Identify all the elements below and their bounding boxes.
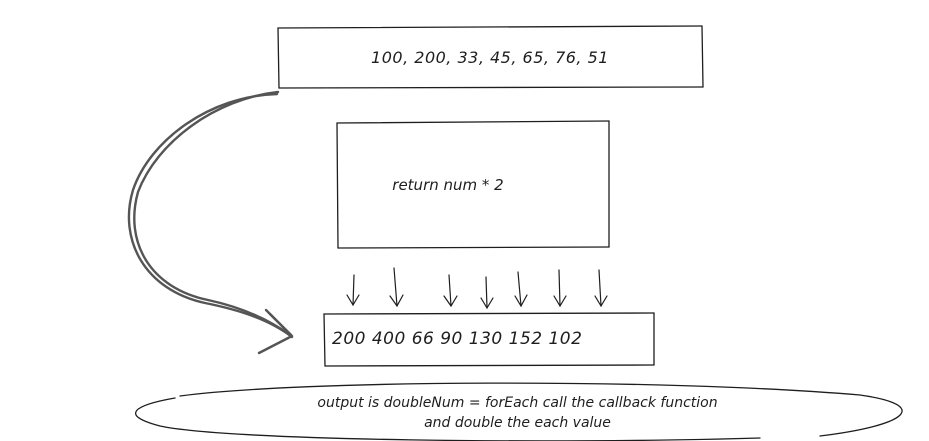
down-arrows [346,267,608,310]
down-arrow-1 [346,274,360,307]
down-arrow-4 [480,276,494,310]
input-array-box [277,25,704,89]
down-arrow-5 [514,271,528,308]
output-array-box [323,312,655,367]
caption: output is doubleNum = forEach call the c… [130,393,905,433]
output-array-values: 200 400 66 90 130 152 102 [332,329,583,349]
down-arrow-3 [443,274,458,308]
curved-arrow [127,90,294,355]
input-array-values: 100, 200, 33, 45, 65, 76, 51 [371,47,609,67]
down-arrow-7 [594,269,608,308]
down-arrow-2 [389,267,404,308]
down-arrow-6 [553,269,567,308]
callback-code: return num * 2 [392,176,504,194]
callback-box [336,120,610,249]
caption-line-1: output is doubleNum = forEach call the c… [317,395,718,411]
caption-line-2: and double the each value [424,415,611,431]
